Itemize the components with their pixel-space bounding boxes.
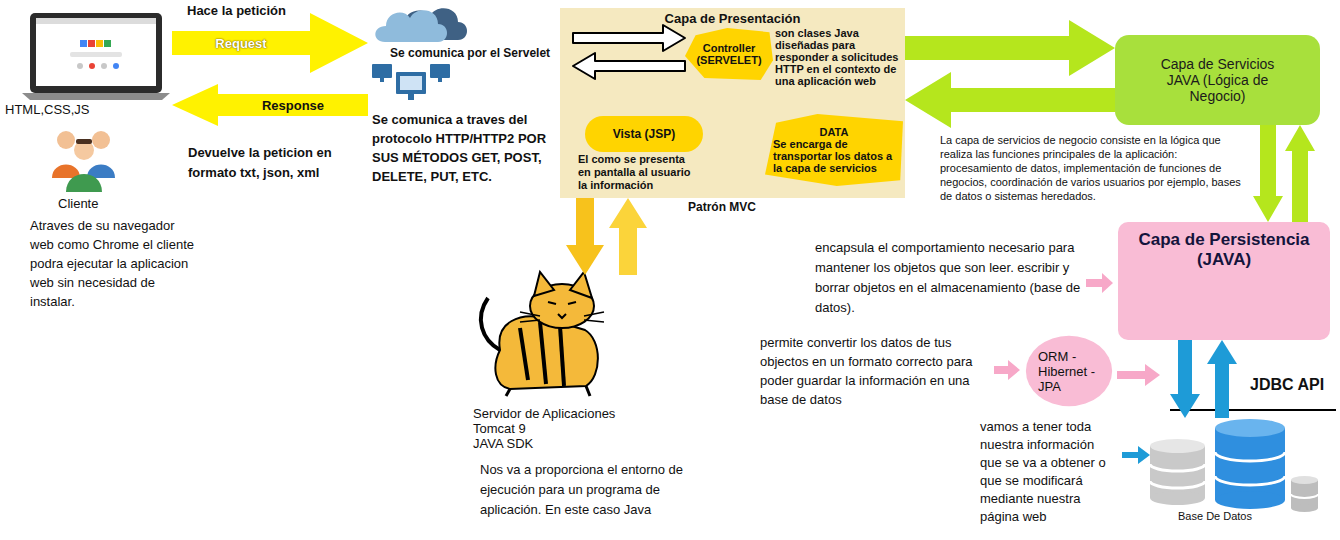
- note-label: JDBC API: [1250, 376, 1336, 394]
- node-text: Base De Datos: [1178, 510, 1252, 522]
- node-text: Capa de Servicios JAVA (Lógica de Negoci…: [1155, 56, 1280, 104]
- node-text: Servidor de Aplicaciones: [473, 406, 615, 421]
- tomcat-cat-illustration: [481, 272, 604, 396]
- flow-arrow: [905, 72, 1115, 128]
- laptop-icon: [22, 13, 170, 100]
- node-text: Se comunica por el Servelet: [390, 46, 550, 60]
- note-label: Devuelve la peticion en formato txt, jso…: [188, 143, 356, 183]
- node-text: Capa de Presentación: [665, 11, 801, 26]
- data-shape: DATASe encarga de transportar los datos …: [765, 114, 903, 186]
- flow-arrow: [1285, 125, 1315, 222]
- note-label: La capa de servicios de negocio consiste…: [940, 133, 1245, 203]
- note-label: Hace la petición: [187, 3, 357, 18]
- note-label: Nos va a proporciona el entorno de ejecu…: [480, 460, 720, 520]
- database-cylinders: [1150, 419, 1318, 512]
- node-text: ORM -Hibernet -JPA: [1038, 349, 1100, 394]
- orm-circle-fill: [1026, 336, 1112, 407]
- client-people-icon: [52, 131, 115, 192]
- flow-arrow: [172, 84, 368, 126]
- flow-arrow: [172, 13, 368, 73]
- node-text: DATA: [820, 126, 849, 138]
- note-label: Cliente: [58, 196, 148, 211]
- note-label: Atraves de su navegador web como Chrome …: [30, 216, 198, 311]
- controller-shape-fill: [685, 28, 773, 80]
- node-text: Vista (JSP): [613, 127, 675, 141]
- note-label: encapsula el comportamiento necesario pa…: [815, 238, 1083, 318]
- flow-arrow: [573, 25, 685, 51]
- node-text: Tomcat 9: [473, 421, 526, 436]
- node-text: Capa de Persistencia (JAVA): [1128, 230, 1320, 270]
- orm-circle: ORM -Hibernet -JPA: [1025, 335, 1113, 407]
- jdbc-underline: [1170, 409, 1336, 411]
- flow-arrow: [1253, 125, 1283, 222]
- flow-arrow: [573, 53, 685, 79]
- network-cloud-node: Se comunica por el Servelet: [368, 2, 573, 130]
- flow-arrow: [1170, 340, 1200, 418]
- note-label: son clases Java diseñadas para responder…: [775, 27, 903, 87]
- node-text: Patrón MVC: [688, 200, 756, 214]
- controller-shape: Controller (SERVELET): [685, 28, 773, 80]
- blue-leader-arrow: [1122, 446, 1150, 464]
- note-label: El como se presenta en pantalla al usuar…: [578, 153, 700, 192]
- note-label: permite convertir los datos de tus objec…: [760, 333, 988, 409]
- flow-arrow: [566, 198, 604, 275]
- node-text: JAVA SDK: [473, 436, 533, 451]
- arrow-label: Response: [262, 98, 324, 113]
- flow-arrow: [1207, 340, 1237, 418]
- node-text: HTML,CSS,JS: [5, 102, 90, 117]
- note-label: Se comunica a traves del protocolo HTTP/…: [372, 110, 560, 186]
- flow-arrow: [609, 198, 647, 275]
- view-shape: Vista (JSP): [585, 116, 703, 152]
- client-laptop-node: HTML,CSS,JS: [2, 4, 172, 129]
- note-label: vamos a tener toda nuestra información q…: [980, 418, 1118, 526]
- services-layer-box: Capa de Servicios JAVA (Lógica de Negoci…: [1115, 35, 1320, 125]
- persistence-layer-box: Capa de Persistencia (JAVA): [1118, 222, 1330, 340]
- flow-arrow: [905, 20, 1115, 76]
- node-text: Controller (SERVELET): [689, 42, 769, 66]
- app-server-node: Servidor de AplicacionesTomcat 9JAVA SDK: [465, 275, 645, 455]
- node-text: Se encarga de transportar los datos a la…: [773, 138, 895, 174]
- arrow-label: Request: [215, 36, 266, 51]
- data-shape-fill: [765, 114, 903, 186]
- database-node: Base De Datos: [1140, 418, 1325, 526]
